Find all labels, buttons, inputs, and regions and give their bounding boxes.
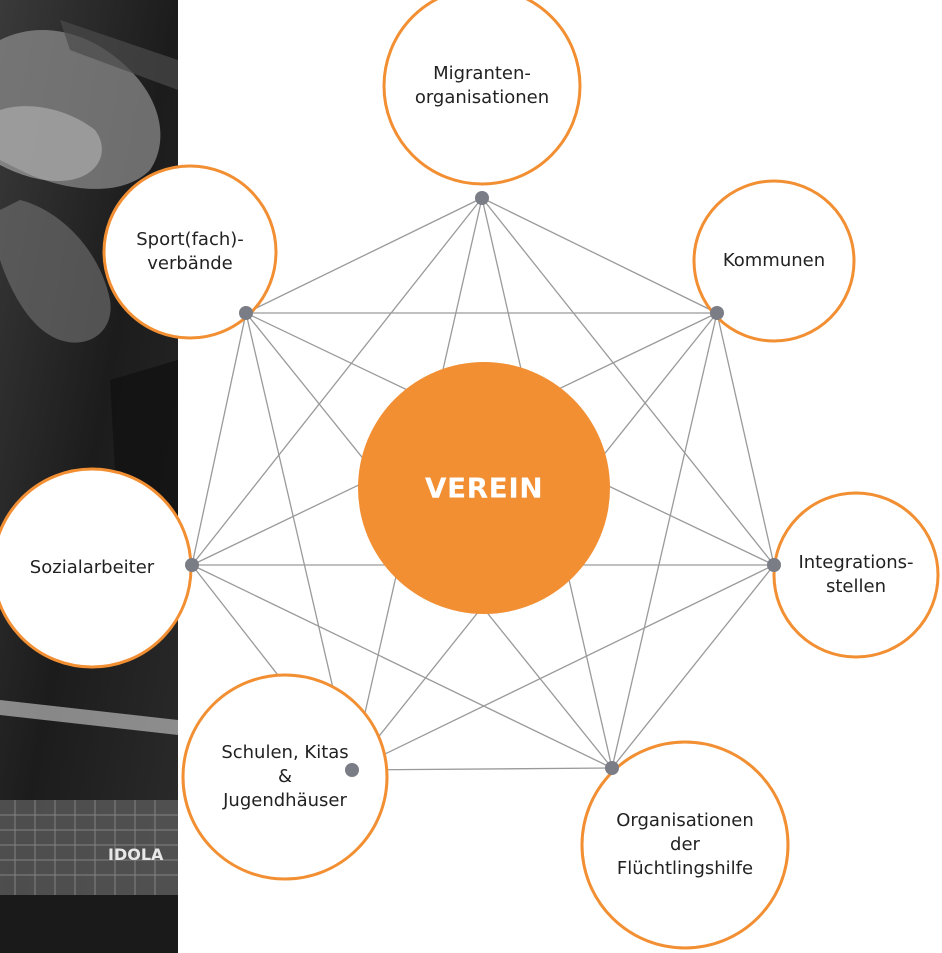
center-circle	[358, 362, 610, 614]
edge-migranten-kommunen	[481, 197, 718, 314]
center-label: VEREIN	[424, 471, 544, 505]
node-dot-kommunen	[710, 306, 724, 320]
node-dot-sport	[239, 306, 253, 320]
node-circle-schulen	[181, 673, 389, 881]
edge-sozial-sport	[191, 312, 247, 566]
edge-kommunen-integration	[716, 312, 775, 566]
edge-kommunen-fluechtlinge	[611, 312, 718, 769]
node-circle-migranten	[382, 0, 582, 186]
node-dot-integration	[767, 558, 781, 572]
edge-migranten-integration	[481, 197, 775, 566]
edge-fluechtlinge-schulen	[351, 767, 613, 771]
node-circle-sport	[102, 164, 278, 340]
edge-migranten-sport	[245, 197, 483, 314]
node-circle-fluechtlinge	[580, 740, 790, 950]
node-dot-fluechtlinge	[605, 761, 619, 775]
edge-integration-fluechtlinge	[611, 564, 775, 769]
network-dots	[185, 191, 781, 777]
node-circle-kommunen	[692, 179, 856, 343]
node-dot-schulen	[345, 763, 359, 777]
edge-migranten-sozial	[191, 197, 483, 566]
brand-text: IDOLA	[108, 845, 164, 864]
node-circle-sozial	[0, 467, 193, 669]
edge-fluechtlinge-sozial	[191, 564, 613, 769]
node-circle-integration	[772, 491, 940, 659]
edge-integration-schulen	[351, 564, 775, 771]
node-dot-migranten	[475, 191, 489, 205]
node-dot-sozial	[185, 558, 199, 572]
